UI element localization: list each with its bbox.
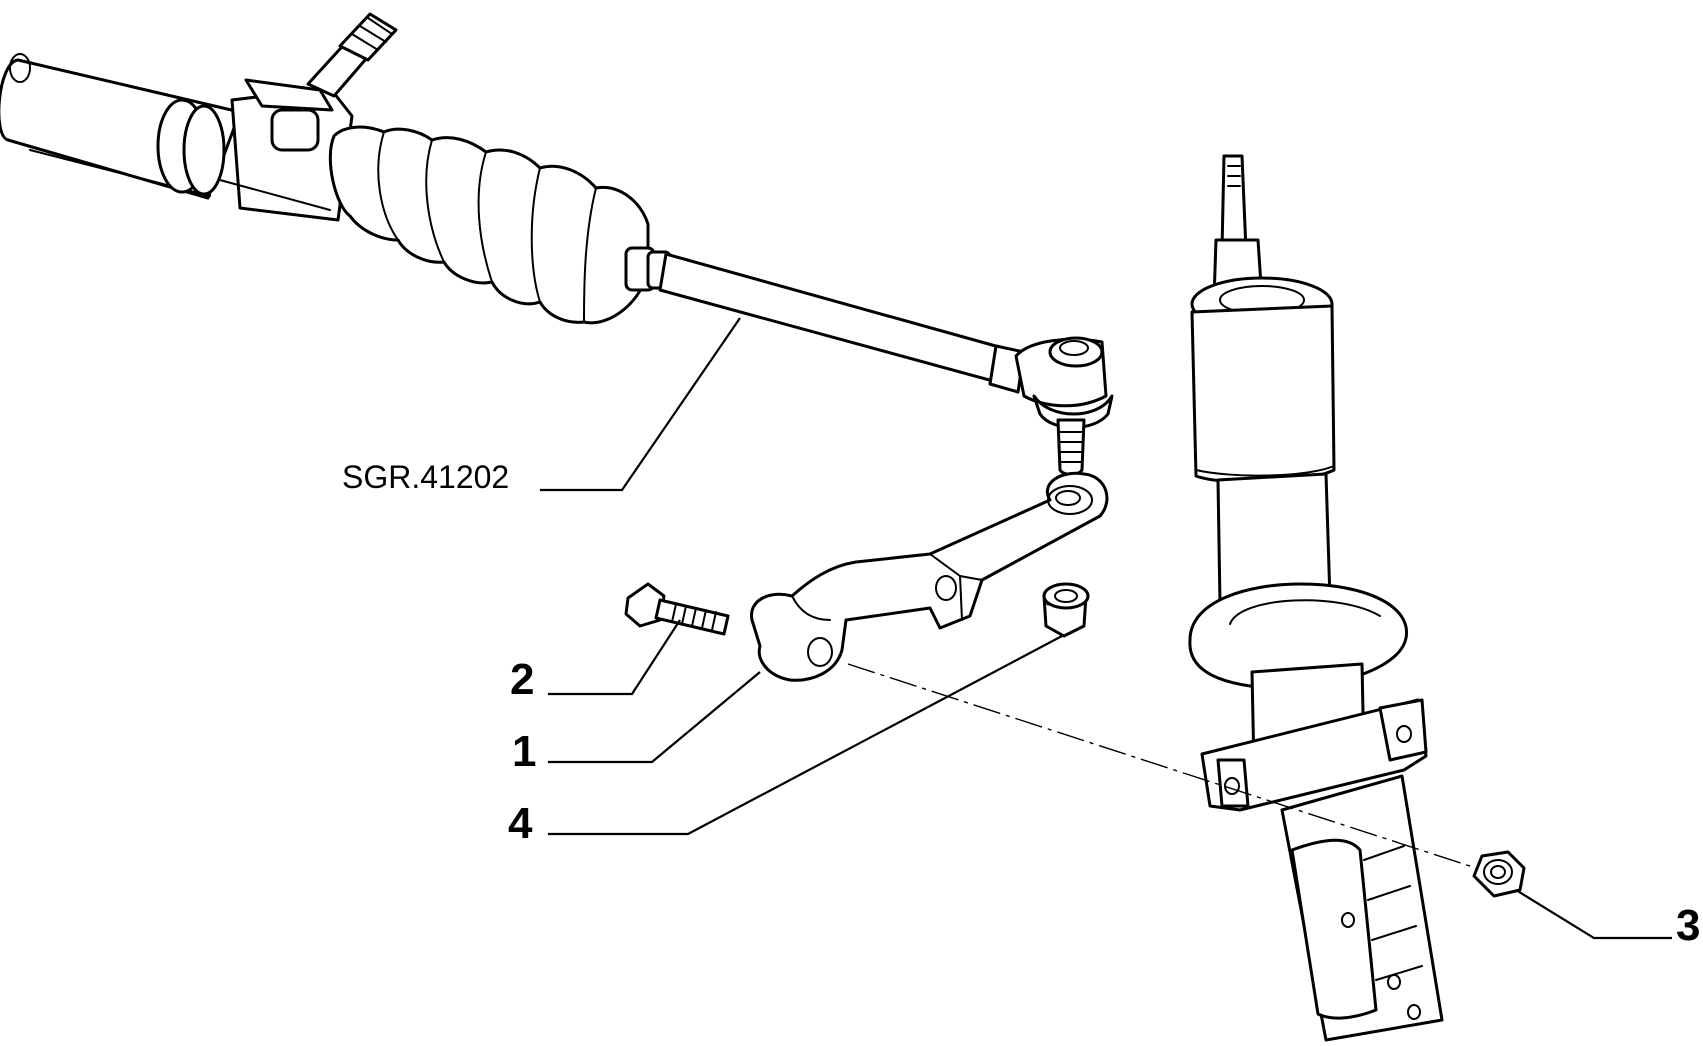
balljoint-nut [1042, 582, 1090, 638]
tie-rod [658, 252, 1026, 394]
leader-bolt [548, 619, 681, 696]
callout-bolt: 2 [510, 655, 534, 704]
callout-steering-arm: 1 [512, 727, 536, 776]
tie-rod-ball-joint [1014, 336, 1114, 476]
steering-arm [750, 471, 1109, 682]
bolt [624, 582, 730, 636]
strut [1188, 154, 1444, 1042]
assembly-axis [847, 663, 1477, 869]
rack-boot [328, 125, 672, 325]
callout-tie-rod: SGR.41202 [342, 459, 509, 495]
steering-rack [0, 12, 398, 222]
leader-tie-rod [540, 317, 741, 492]
leader-strut-nut [1515, 889, 1672, 940]
leader-balljoint-nut [548, 635, 1063, 836]
callout-balljoint-nut: 4 [508, 799, 533, 848]
leader-steering-arm [548, 671, 761, 764]
strut-nut [1472, 850, 1526, 898]
callout-strut-nut: 3 [1676, 901, 1700, 950]
